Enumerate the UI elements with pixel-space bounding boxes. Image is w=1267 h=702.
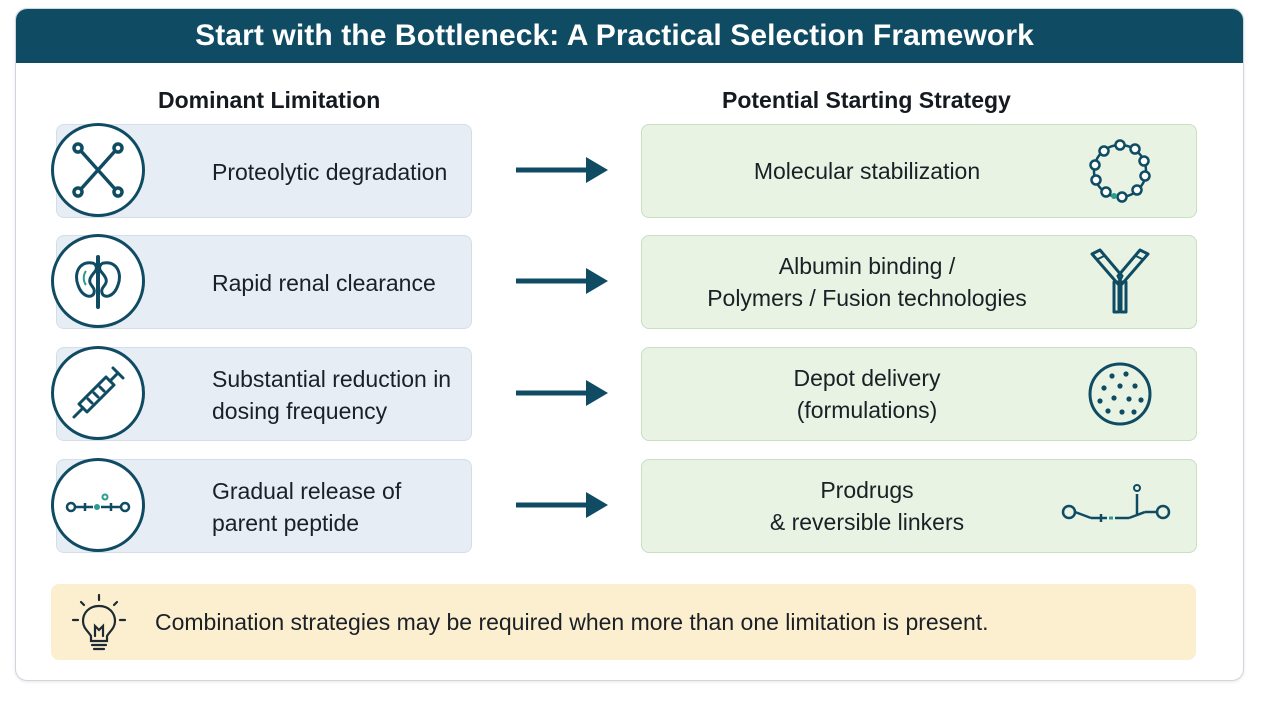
title-banner: Start with the Bottleneck: A Practical S… <box>16 9 1243 63</box>
row-proteolytic: Proteolytic degradation Molecular st <box>16 123 1243 219</box>
strategy-box: Prodrugs & reversible linkers <box>641 459 1197 553</box>
lightbulb-icon <box>71 593 127 651</box>
combination-note: Combination strategies may be required w… <box>51 584 1196 660</box>
limitation-line: Rapid renal clearance <box>212 270 436 296</box>
cleavable-chain-icon <box>51 458 145 552</box>
strategy-line: & reversible linkers <box>769 509 965 535</box>
page-title: Start with the Bottleneck: A Practical S… <box>195 19 1034 52</box>
crossed-tools-icon <box>51 123 145 217</box>
microsphere-icon <box>1088 362 1152 426</box>
cyclic-peptide-icon <box>1089 139 1151 203</box>
strategy-line: Prodrugs <box>820 477 914 503</box>
limitation-text: Gradual release of parent peptide <box>212 460 502 554</box>
strategy-text: Molecular stabilization <box>642 125 1092 217</box>
framework-panel: Start with the Bottleneck: A Practical S… <box>15 8 1244 681</box>
kidney-icon <box>51 234 145 328</box>
limitation-line: dosing frequency <box>212 398 388 424</box>
arrow-icon <box>516 492 608 518</box>
arrow-icon <box>516 268 608 294</box>
strategy-text: Albumin binding / Polymers / Fusion tech… <box>642 236 1092 328</box>
strategy-box: Molecular stabilization <box>641 124 1197 218</box>
linker-chain-icon <box>1061 484 1171 522</box>
strategy-box: Depot delivery (formulations) <box>641 347 1197 441</box>
limitation-text: Substantial reduction in dosing frequenc… <box>212 348 502 442</box>
limitation-line: Substantial reduction in <box>212 366 452 392</box>
strategy-line: Molecular stabilization <box>753 158 981 184</box>
strategy-line: (formulations) <box>796 397 938 423</box>
note-text: Combination strategies may be required w… <box>155 608 989 635</box>
right-column-header: Potential Starting Strategy <box>722 87 1011 113</box>
antibody-icon <box>1090 248 1150 314</box>
limitation-line: Proteolytic degradation <box>212 159 448 185</box>
strategy-box: Albumin binding / Polymers / Fusion tech… <box>641 235 1197 329</box>
strategy-line: Albumin binding / <box>778 253 956 279</box>
strategy-line: Polymers / Fusion technologies <box>707 285 1027 311</box>
strategy-text: Prodrugs & reversible linkers <box>642 460 1092 552</box>
syringe-icon <box>51 346 145 440</box>
arrow-icon <box>516 380 608 406</box>
row-renal: Rapid renal clearance Albumin binding / … <box>16 234 1243 330</box>
limitation-text: Rapid renal clearance <box>212 236 502 330</box>
row-dosing: Substantial reduction in dosing frequenc… <box>16 346 1243 442</box>
limitation-line: parent peptide <box>212 510 360 536</box>
row-gradual-release: Gradual release of parent peptide <box>16 458 1243 554</box>
limitation-text: Proteolytic degradation <box>212 125 502 219</box>
strategy-line: Depot delivery <box>793 365 941 391</box>
arrow-icon <box>516 157 608 183</box>
strategy-text: Depot delivery (formulations) <box>642 348 1092 440</box>
left-column-header: Dominant Limitation <box>158 87 381 113</box>
limitation-line: Gradual release of <box>212 478 402 504</box>
